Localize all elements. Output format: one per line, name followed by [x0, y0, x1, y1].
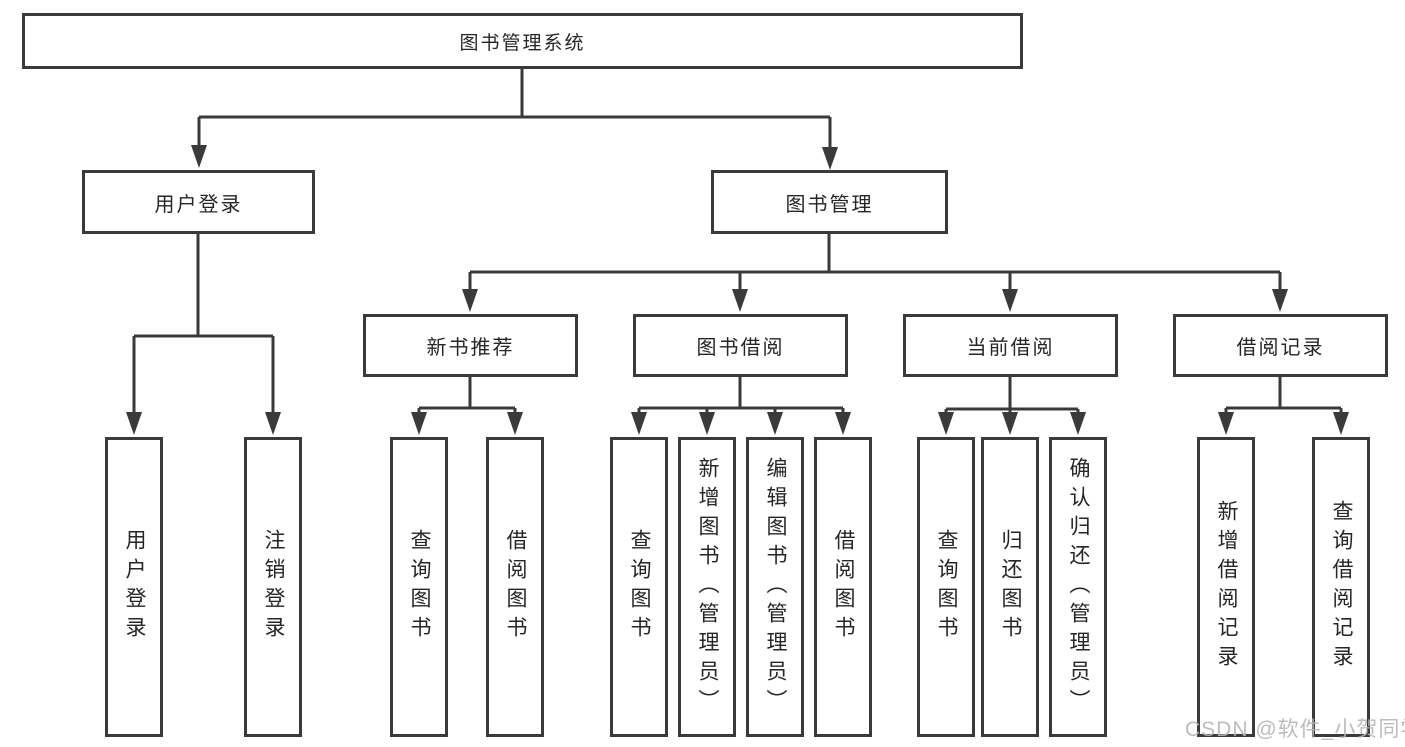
connector-current-borrow: [944, 377, 1080, 414]
node-rec-query-book-label: 查询图书: [408, 529, 431, 645]
connector-book-mgmt: [468, 234, 1282, 291]
arrow-book-mgmt: [822, 147, 838, 170]
arrow-current-return-book: [1002, 412, 1018, 435]
arrow-login: [126, 412, 142, 435]
arrow-logout: [265, 412, 281, 435]
arrow-borrow-record: [1272, 289, 1288, 312]
arrow-rec-query-book: [411, 412, 427, 435]
connector-root: [197, 68, 832, 149]
arrow-current-confirm-return: [1070, 412, 1086, 435]
arrow-record-query: [1333, 412, 1349, 435]
node-current-confirm-return-label: 确认归还（管理员）: [1067, 456, 1090, 718]
arrow-new-book-rec: [462, 289, 478, 312]
connector-new-book-rec: [417, 377, 517, 414]
node-current-confirm-return: 确认归还（管理员）: [1049, 437, 1107, 737]
node-borrow-add-book: 新增图书（管理员）: [678, 437, 736, 737]
node-current-return-book-label: 归还图书: [999, 529, 1022, 645]
node-borrow-query-book-label: 查询图书: [628, 529, 651, 645]
node-borrow-borrow-book-label: 借阅图书: [832, 529, 855, 645]
node-logout: 注销登录: [244, 437, 302, 737]
arrow-borrow-edit-book: [767, 412, 783, 435]
node-borrow-add-book-label: 新增图书（管理员）: [696, 456, 719, 718]
arrow-current-query-book: [938, 412, 954, 435]
node-logout-label: 注销登录: [262, 529, 285, 645]
node-record-query: 查询借阅记录: [1312, 437, 1370, 737]
node-record-add-label: 新增借阅记录: [1215, 500, 1238, 674]
node-user-login: 用户登录: [82, 170, 315, 234]
node-rec-query-book: 查询图书: [390, 437, 448, 737]
connector-user-login: [132, 234, 275, 414]
node-rec-borrow-book-label: 借阅图书: [504, 529, 527, 645]
arrow-borrow-query-book: [631, 412, 647, 435]
node-rec-borrow-book: 借阅图书: [486, 437, 544, 737]
csdn-watermark: CSDN @软件_小贺同学: [1185, 718, 1405, 741]
node-current-borrowing: 当前借阅: [903, 314, 1118, 377]
arrow-book-borrow: [732, 289, 748, 312]
arrow-current-borrow: [1002, 289, 1018, 312]
node-current-query-book: 查询图书: [917, 437, 975, 737]
node-root: 图书管理系统: [22, 13, 1023, 69]
node-current-query-book-label: 查询图书: [935, 529, 958, 645]
node-record-query-label: 查询借阅记录: [1330, 500, 1353, 674]
node-borrowing-record: 借阅记录: [1173, 314, 1388, 377]
node-borrow-borrow-book: 借阅图书: [814, 437, 872, 737]
arrow-borrow-borrow-book: [835, 412, 851, 435]
node-current-return-book: 归还图书: [981, 437, 1039, 737]
arrow-user-login: [191, 145, 207, 168]
connector-borrow-record: [1224, 377, 1343, 414]
node-record-add: 新增借阅记录: [1197, 437, 1255, 737]
node-login: 用户登录: [105, 437, 163, 737]
node-new-book-recommendation: 新书推荐: [363, 314, 578, 377]
arrow-borrow-add-book: [699, 412, 715, 435]
node-login-label: 用户登录: [123, 529, 146, 645]
arrow-rec-borrow-book: [507, 412, 523, 435]
node-book-management: 图书管理: [711, 170, 948, 234]
node-book-borrowing: 图书借阅: [633, 314, 848, 377]
arrow-record-add: [1218, 412, 1234, 435]
connector-book-borrow: [637, 377, 845, 414]
node-borrow-edit-book-label: 编辑图书（管理员）: [764, 456, 787, 718]
node-borrow-edit-book: 编辑图书（管理员）: [746, 437, 804, 737]
node-borrow-query-book: 查询图书: [610, 437, 668, 737]
